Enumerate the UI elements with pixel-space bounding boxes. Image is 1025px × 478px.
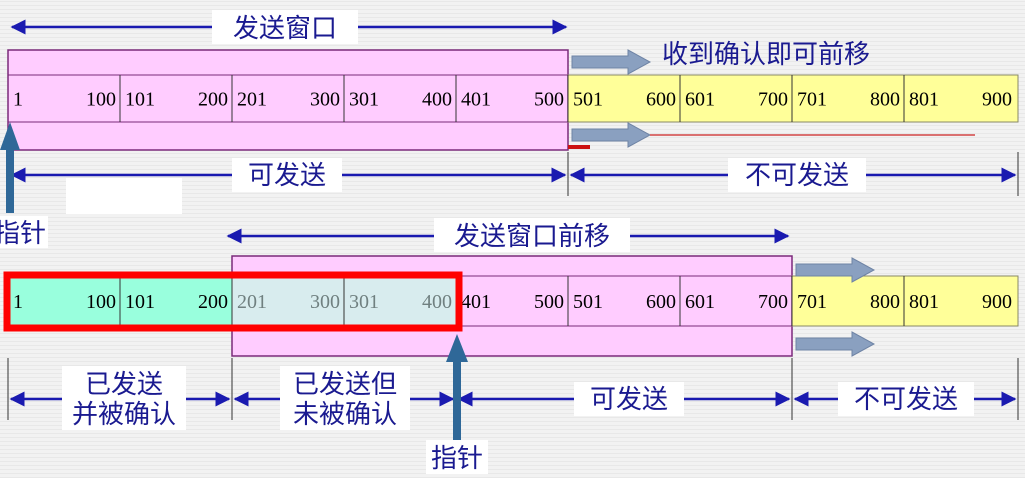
top-cell-start: 301 <box>349 89 379 111</box>
top-sendable-label: 可发送 <box>248 161 326 191</box>
top-window-label-bg <box>212 10 358 44</box>
bottom-byte-cells: 1 100 101 200 201 300 301 400 401 500 501 600 601 700… <box>13 276 1012 326</box>
top-shift-arrow-lower <box>571 122 652 148</box>
top-cell-start: 601 <box>685 89 715 111</box>
top-pointer-arrow <box>0 122 20 213</box>
bottom-cell-end: 700 <box>758 291 788 313</box>
bottom-pointer-label-bg <box>426 440 488 474</box>
top-shift-arrow-upper <box>571 49 652 75</box>
bottom-cell-start: 401 <box>461 291 491 313</box>
top-cell-end: 200 <box>198 89 228 111</box>
top-unsendable-region <box>567 74 1019 123</box>
bottom-window-label-bg <box>434 218 630 252</box>
bottom-cell-start: 301 <box>349 291 379 313</box>
top-shift-note: 收到确认即可前移 <box>662 40 870 70</box>
top-cell-start: 1 <box>13 89 23 111</box>
top-send-window <box>7 49 569 151</box>
bottom-cell-end: 900 <box>982 291 1012 313</box>
bottom-cell-end: 800 <box>870 291 900 313</box>
top-cell-end: 800 <box>870 89 900 111</box>
bottom-pointer-label: 指针 <box>431 444 483 474</box>
bottom-unacked-label-line1: 已发送但 <box>293 370 397 400</box>
top-cell-start: 801 <box>909 89 939 111</box>
bottom-cell-end: 100 <box>86 291 116 313</box>
bottom-shift-arrow-upper <box>795 257 876 283</box>
bottom-cell-start: 801 <box>909 291 939 313</box>
bottom-unsendable-region <box>791 275 1019 327</box>
bottom-sendable-label: 可发送 <box>590 385 668 415</box>
bottom-acked-label-line2: 并被确认 <box>72 400 176 430</box>
top-red-mark <box>568 145 590 149</box>
top-cell-end: 100 <box>86 89 116 111</box>
bottom-cell-start: 1 <box>13 291 23 313</box>
bottom-cell-start: 201 <box>237 291 267 313</box>
top-sendable-label-bg <box>232 158 342 192</box>
top-window-label: 发送窗口 <box>233 14 337 44</box>
top-diagram: 发送窗口 1 100 101 200 201 300 301 400 401 500 501 600 6… <box>0 10 1019 249</box>
top-pointer-label-bg <box>0 216 48 248</box>
bottom-shift-arrow-lower <box>795 331 876 357</box>
top-cell-start: 201 <box>237 89 267 111</box>
top-white-patch <box>66 178 182 214</box>
bottom-unacked-label-line2: 未被确认 <box>293 400 397 430</box>
top-cell-end: 900 <box>982 89 1012 111</box>
top-byte-cells: 1 100 101 200 201 300 301 400 401 500 501 600 601 700… <box>13 75 1012 122</box>
bottom-diagram: 发送窗口前移 1 100 101 200 201 300 301 400 401 500 501 60… <box>3 218 1019 474</box>
bottom-cell-start: 101 <box>125 291 155 313</box>
bottom-acked-label-bg <box>62 366 186 430</box>
bottom-window-label: 发送窗口前移 <box>454 222 610 252</box>
top-cell-end: 400 <box>422 89 452 111</box>
bottom-acked-label-line1: 已发送 <box>85 370 163 400</box>
bottom-cell-end: 600 <box>646 291 676 313</box>
top-cell-end: 600 <box>646 89 676 111</box>
bottom-pointer-arrow <box>446 334 468 440</box>
bottom-unsendable-label: 不可发送 <box>854 385 958 415</box>
top-cell-start: 401 <box>461 89 491 111</box>
top-cell-start: 701 <box>797 89 827 111</box>
top-unsendable-label: 不可发送 <box>745 161 849 191</box>
top-cell-end: 500 <box>534 89 564 111</box>
bottom-cell-end: 400 <box>422 291 452 313</box>
bottom-cell-start: 701 <box>797 291 827 313</box>
bottom-sendable-label-bg <box>574 382 684 416</box>
top-pointer-label: 指针 <box>0 219 46 249</box>
top-cell-start: 501 <box>573 89 603 111</box>
bottom-cell-end: 200 <box>198 291 228 313</box>
bottom-cell-start: 601 <box>685 291 715 313</box>
top-cell-end: 300 <box>310 89 340 111</box>
bottom-unsendable-label-bg <box>838 382 974 416</box>
bottom-sent-highlight <box>3 271 463 332</box>
bottom-unacked-label-bg <box>280 366 410 430</box>
top-unsendable-label-bg <box>728 158 866 192</box>
bottom-cell-end: 500 <box>534 291 564 313</box>
bottom-cell-start: 501 <box>573 291 603 313</box>
top-cell-start: 101 <box>125 89 155 111</box>
bottom-cell-end: 300 <box>310 291 340 313</box>
top-cell-end: 700 <box>758 89 788 111</box>
